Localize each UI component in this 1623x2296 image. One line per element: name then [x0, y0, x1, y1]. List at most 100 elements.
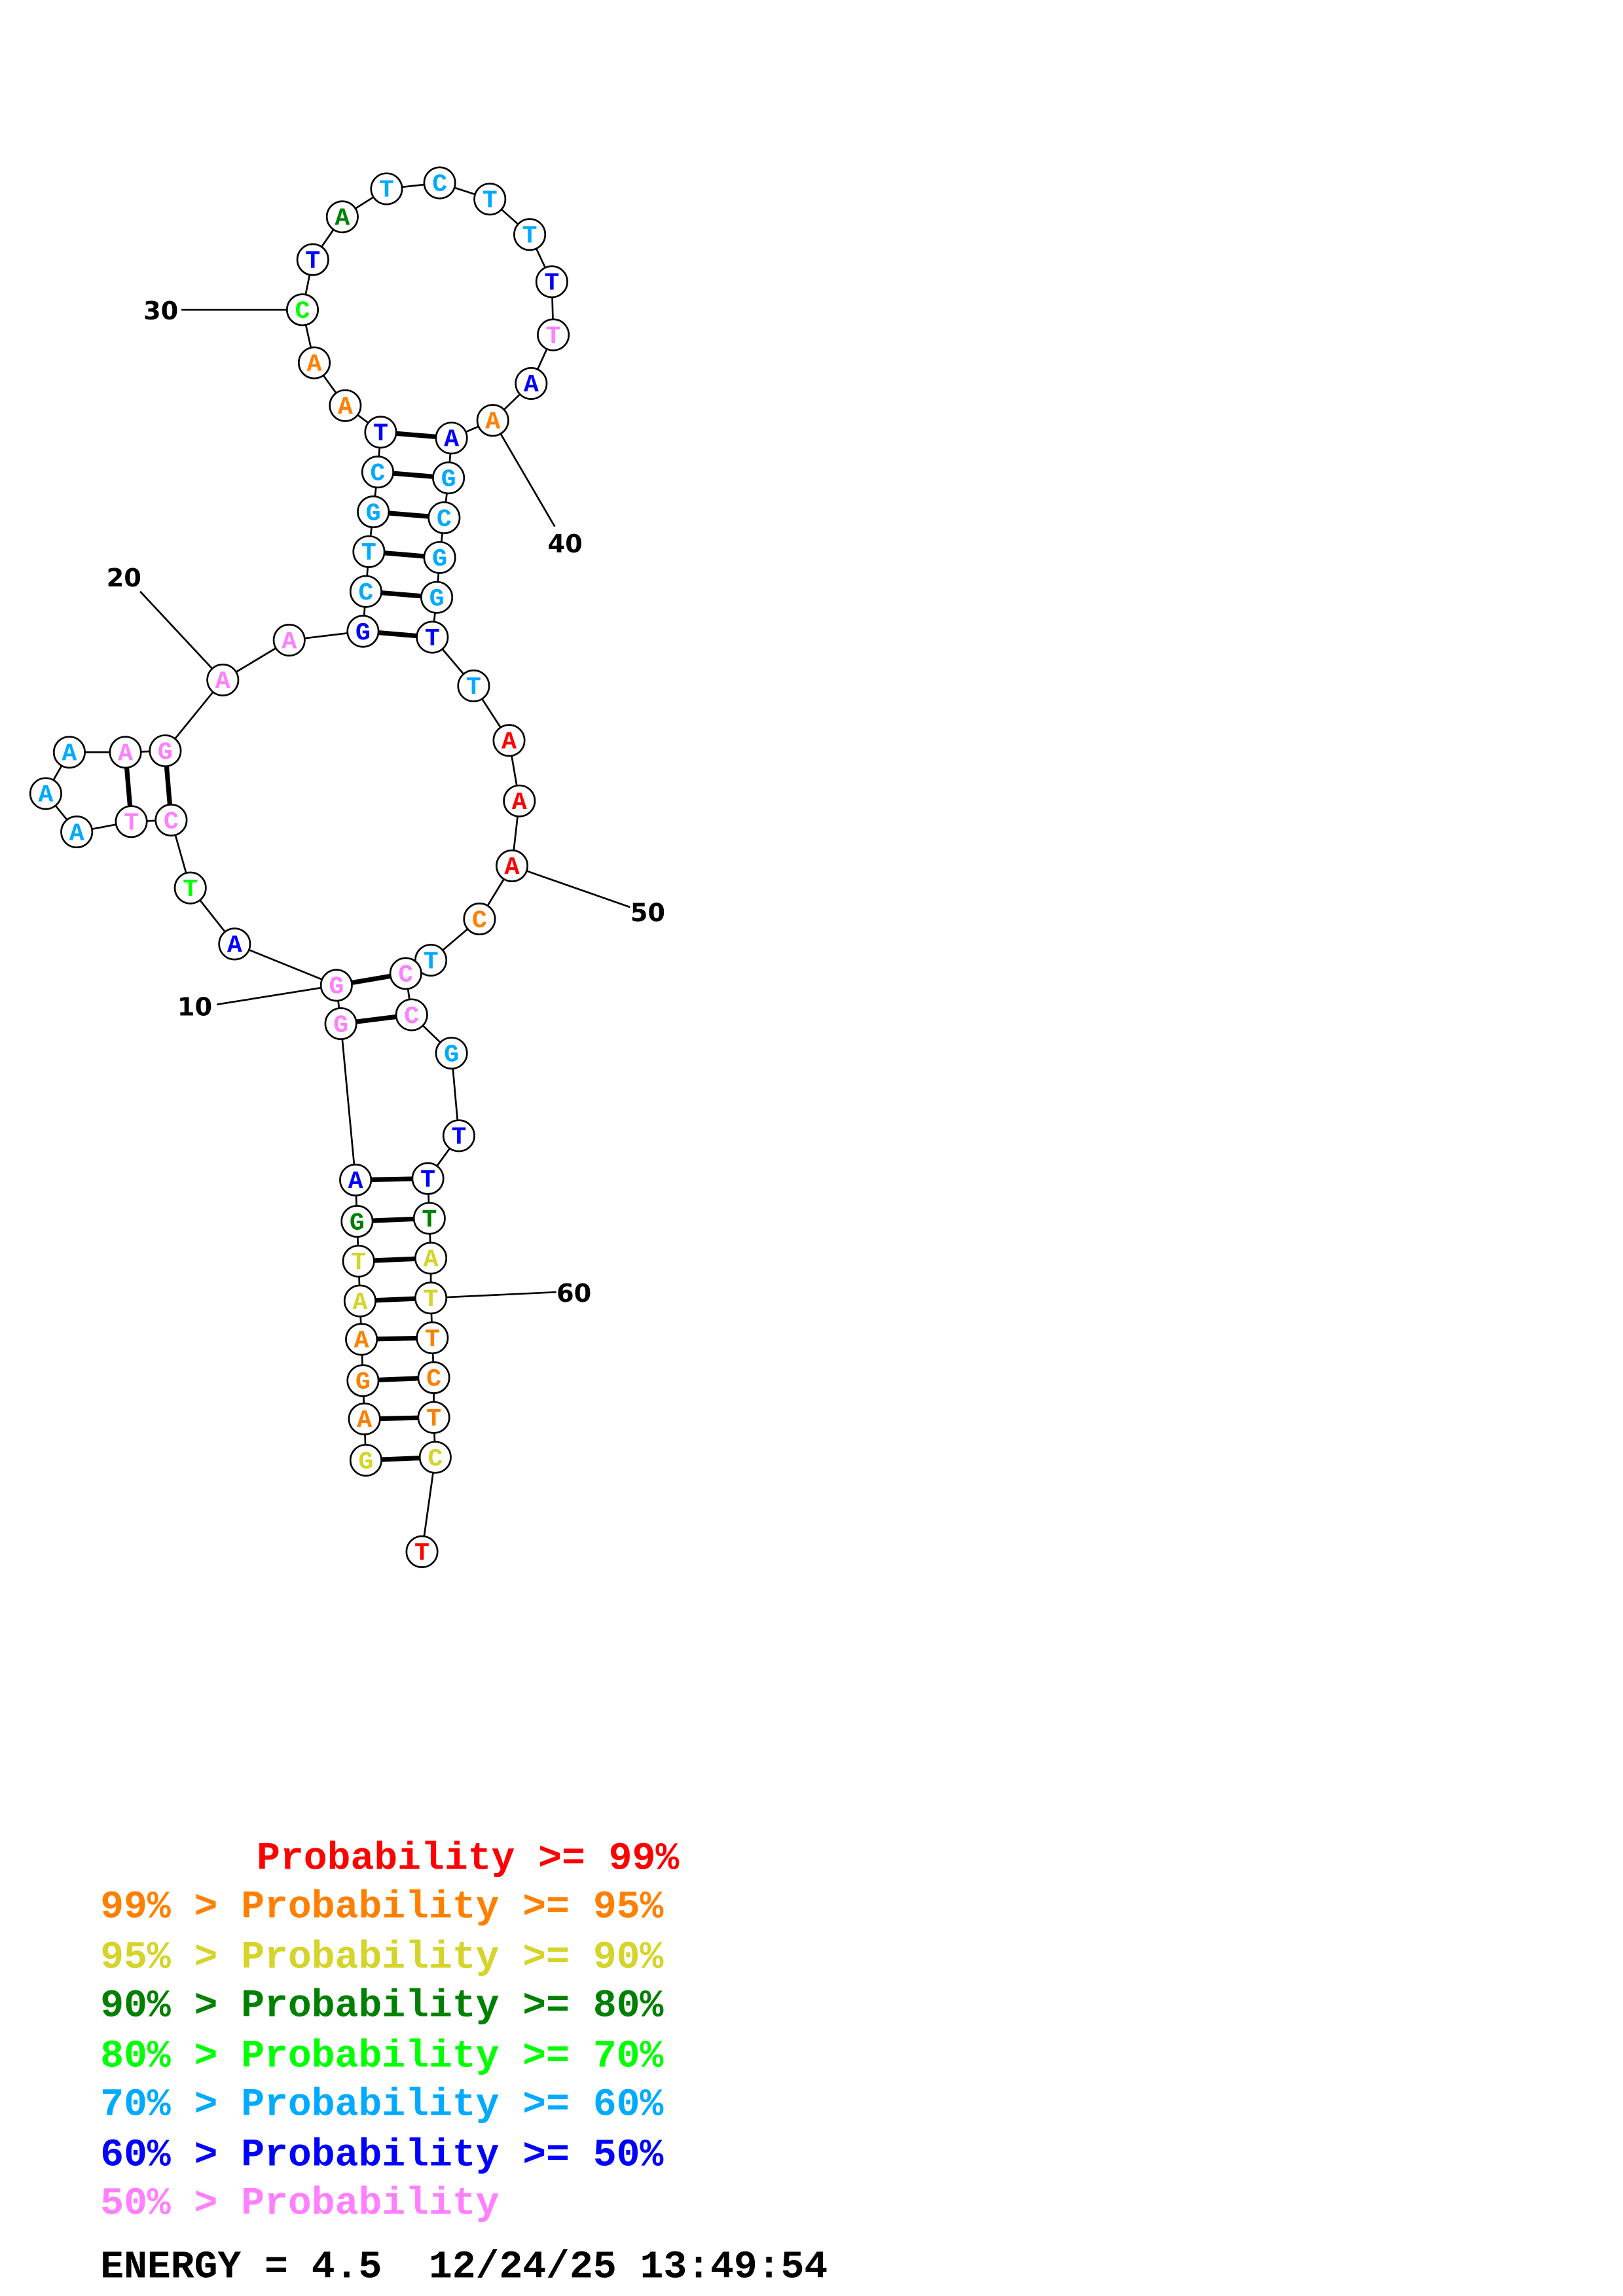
nucleotide: T [457, 669, 490, 702]
nucleotide-circle [348, 1402, 381, 1436]
nucleotide: A [348, 1402, 381, 1436]
nucleotide: T [342, 1244, 375, 1278]
nucleotide-circle [329, 389, 362, 422]
nucleotide-circle [325, 200, 359, 234]
nucleotide-circle [339, 1163, 373, 1196]
nucleotide-letter: A [118, 740, 133, 768]
nucleotide-circle [495, 849, 529, 882]
nucleotide: C [417, 1361, 450, 1394]
nucleotide-circle [435, 1037, 468, 1070]
nucleotide-circle [503, 784, 536, 817]
nucleotide-circle [405, 1535, 439, 1568]
nucleotide-circle [346, 1364, 380, 1397]
nucleotide: A [272, 624, 306, 657]
nucleotide-letter: A [505, 853, 520, 882]
legend-line-2: 95% > Probability >= 90% [100, 1935, 663, 1979]
nucleotide: G [420, 581, 454, 614]
nucleotide-letter: A [38, 781, 53, 810]
position-label: 50 [630, 898, 665, 927]
nucleotide-letter: A [354, 1327, 369, 1355]
nucleotide-circle [442, 1119, 475, 1153]
nucleotide-letter: C [398, 961, 413, 990]
nucleotide-circle [395, 998, 428, 1031]
nucleotide-letter: A [227, 931, 242, 960]
nucleotide: T [296, 243, 329, 276]
nucleotide: T [364, 416, 397, 449]
nucleotide: G [423, 541, 456, 574]
nucleotide: T [405, 1535, 439, 1568]
nucleotide-circle [342, 1244, 375, 1278]
nucleotide-letter: T [373, 420, 388, 448]
probability-legend: Probability >= 99% 99% > Probability >= … [100, 1836, 828, 2289]
nucleotide: C [463, 902, 496, 936]
base-pairs [122, 429, 452, 1463]
nucleotide: G [340, 1204, 374, 1238]
nucleotide-letter: T [422, 1206, 437, 1234]
nucleotide-letter: A [335, 204, 350, 233]
nucleotide: T [173, 871, 207, 905]
position-tick [217, 984, 337, 1006]
nucleotide-letter: T [361, 539, 376, 567]
nucleotide-circle [206, 663, 240, 696]
legend-line-7: 50% > Probability [100, 2181, 499, 2226]
nucleotide-letter: T [424, 1285, 439, 1314]
nucleotide: A [339, 1163, 373, 1196]
nucleotide-circle [345, 1323, 378, 1356]
nucleotide-circle [349, 575, 382, 608]
nucleotide-letter: G [441, 465, 456, 493]
nucleotide-letter: T [379, 176, 394, 205]
backbone-segment [234, 943, 337, 986]
nucleotide-circle [416, 620, 449, 654]
nucleotide-circle [364, 416, 397, 449]
nucleotide-letter: T [426, 1405, 441, 1433]
nucleotide-circle [285, 293, 319, 327]
position-label: 40 [547, 529, 582, 559]
nucleotide: G [349, 1444, 382, 1477]
nucleotide-circle [389, 957, 422, 990]
nucleotide-letter: A [352, 1288, 367, 1317]
legend-line-5: 70% > Probability >= 60% [100, 2083, 663, 2127]
nucleotide: A [476, 404, 509, 437]
nucleotide-circle [423, 541, 456, 574]
nucleotide: C [389, 957, 422, 990]
position-label: 60 [556, 1279, 591, 1308]
nucleotide-letter: A [282, 627, 297, 656]
nucleotide-circle [463, 902, 496, 936]
nucleotide-circle [412, 1202, 446, 1235]
nucleotide-circle [173, 871, 207, 905]
nucleotide-circle [343, 1284, 376, 1318]
nucleotide-letter: T [425, 1325, 440, 1354]
nucleotide-letter: C [437, 505, 452, 533]
nucleotide: T [537, 318, 570, 351]
nucleotide: A [325, 200, 359, 234]
nucleotide-letter: G [329, 973, 344, 1001]
nucleotide-letter: G [158, 738, 173, 766]
legend-line-1: 99% > Probability >= 95% [100, 1885, 663, 1929]
nucleotide: A [218, 927, 251, 961]
nucleotide: A [343, 1284, 376, 1318]
nucleotide-letter: A [357, 1406, 372, 1435]
nucleotide: A [29, 777, 62, 810]
nucleotide-letter: T [424, 947, 439, 976]
nucleotide-circle [417, 1361, 450, 1394]
nucleotide-letter: T [546, 322, 561, 351]
nucleotide-letter: G [366, 499, 381, 528]
nucleotide: T [115, 805, 148, 838]
nucleotide-circle [457, 669, 490, 702]
nucleotide: C [418, 1441, 452, 1474]
nucleotide-letter: T [183, 875, 198, 904]
nucleotide-circle [420, 581, 454, 614]
nucleotide-circle [29, 777, 62, 810]
nucleotide: T [370, 172, 403, 206]
nucleotide: T [417, 1401, 450, 1434]
nucleotide: C [155, 804, 188, 837]
nucleotide-circle [272, 624, 306, 657]
nucleotide: C [428, 501, 461, 535]
nucleotide-letter: C [358, 579, 373, 607]
nucleotide: G [357, 495, 390, 529]
nucleotide: A [435, 422, 468, 455]
nucleotide-circle [352, 535, 386, 568]
nucleotide-letter: A [307, 350, 322, 379]
